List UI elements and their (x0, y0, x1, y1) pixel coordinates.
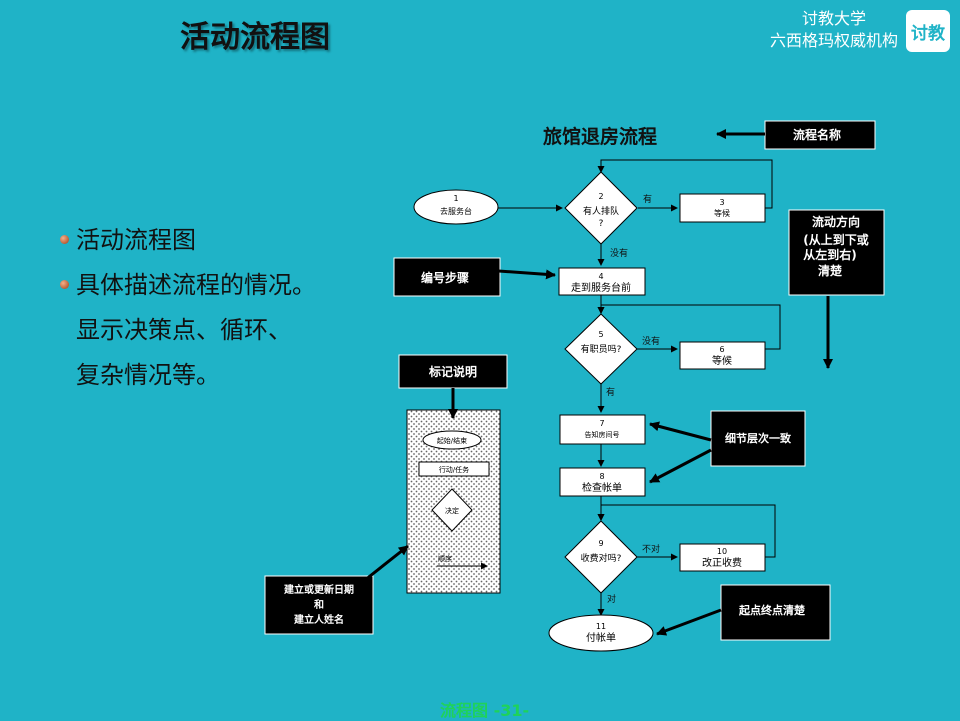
node-7-label: 告知房间号 (585, 430, 620, 439)
brand-logo: 讨教 (906, 10, 950, 52)
node-2-label: 有人排队 (583, 205, 619, 217)
legend-start-end-label: 起始/结束 (437, 436, 467, 445)
node-3-activity: 3 等候 (679, 193, 766, 223)
diagram-title: 旅馆退房流程 (543, 125, 657, 148)
node-5-number: 5 (598, 330, 603, 339)
arrow-detail-8 (649, 448, 712, 484)
edge-label-yes-2: 有 (643, 193, 652, 205)
callout-number-steps: 编号步骤 (393, 257, 501, 297)
node-6-label: 等候 (712, 354, 732, 367)
edge-label-no-2: 没有 (610, 247, 628, 259)
node-1-number: 1 (453, 194, 458, 203)
node-11-end: 11 付帐单 (548, 614, 654, 652)
bullet-continuation-1: 显示决策点、循环、 (76, 316, 292, 344)
arrow-number-steps (484, 268, 556, 280)
callout-process-name: 流程名称 (764, 120, 876, 150)
callout-flow-direction: 流动方向 (从上到下或 从左到右) 清楚 (788, 209, 885, 296)
edge-label-wrong-9: 不对 (642, 543, 660, 555)
callout-legend: 标记说明 (398, 354, 508, 389)
callout-detail-level: 细节层次一致 (710, 410, 806, 467)
bullet-dot-icon (60, 235, 69, 244)
node-6-activity: 6 等候 (679, 341, 766, 370)
node-8-activity: 8 检查帐单 (559, 467, 646, 497)
bullet-item-1: 活动流程图 (58, 218, 316, 263)
node-11-label: 付帐单 (586, 631, 616, 644)
node-1-start: 1 去服务台 (413, 189, 499, 225)
node-10-label: 改正收费 (702, 556, 742, 569)
page-footer: 流程图 -31- (440, 701, 530, 720)
legend-activity-label: 行动/任务 (439, 465, 469, 474)
node-2-label-2: ? (599, 219, 604, 229)
page-title: 活动流程图 (180, 20, 330, 55)
node-7-number: 7 (599, 419, 604, 428)
legend-decision-shape (431, 488, 473, 532)
svg-text:建立或更新日期: 建立或更新日期 (283, 583, 354, 596)
connector-6-5-loop (597, 304, 781, 350)
legend-sequence-label: 顺序 (438, 554, 452, 563)
node-2-decision: 2 有人排队 ? (564, 171, 638, 245)
bullet-text-1: 活动流程图 (76, 226, 196, 254)
arrow-detail-7 (649, 421, 712, 442)
edge-label-right-9: 对 (607, 593, 616, 605)
svg-text:流动方向: 流动方向 (812, 214, 860, 229)
svg-text:和: 和 (313, 598, 324, 611)
node-5-label: 有职员吗? (581, 343, 622, 355)
connector-10-9-loop (597, 504, 776, 558)
legend-start-end-shape (422, 430, 482, 450)
node-9-decision: 9 收费对吗? (564, 520, 638, 594)
svg-text:建立人姓名: 建立人姓名 (293, 613, 344, 626)
node-9-number: 9 (598, 539, 603, 548)
legend-decision-label: 决定 (445, 506, 459, 515)
node-3-label: 等候 (714, 208, 730, 218)
node-4-number: 4 (598, 272, 603, 281)
bullet-continuation-2: 复杂情况等。 (76, 361, 220, 389)
bullet-list: 活动流程图 具体描述流程的情况。 显示决策点、循环、 复杂情况等。 (58, 218, 316, 398)
node-9-label: 收费对吗? (581, 552, 622, 564)
node-4-label: 走到服务台前 (571, 281, 631, 294)
node-2-number: 2 (598, 192, 603, 201)
bullet-item-2: 具体描述流程的情况。 (58, 263, 316, 308)
callout-start-end-clear: 起点终点清楚 (720, 584, 831, 641)
svg-text:清楚: 清楚 (818, 263, 843, 278)
svg-text:标记说明: 标记说明 (428, 364, 477, 379)
node-8-number: 8 (599, 472, 604, 481)
edge-label-no-5: 没有 (642, 335, 660, 347)
bullet-text-2: 具体描述流程的情况。 (76, 271, 316, 299)
connectors (498, 159, 781, 616)
arrow-created-info (364, 544, 409, 582)
svg-text:从左到右): 从左到右) (803, 247, 857, 262)
node-3-number: 3 (719, 198, 724, 207)
svg-text:(从上到下或: (从上到下或 (803, 232, 869, 247)
svg-text:编号步骤: 编号步骤 (420, 270, 469, 285)
node-4-activity: 4 走到服务台前 (558, 267, 646, 296)
node-6-number: 6 (719, 345, 724, 354)
bullet-dot-icon (60, 280, 69, 289)
edge-label-yes-5: 有 (606, 386, 615, 398)
svg-text:起点终点清楚: 起点终点清楚 (738, 603, 806, 617)
brand-text: 讨教大学 六西格玛权威机构 (770, 8, 898, 52)
node-11-number: 11 (596, 622, 606, 631)
connector-3-2-loop (597, 159, 773, 209)
callout-created-info: 建立或更新日期 和 建立人姓名 (264, 575, 374, 635)
svg-text:细节层次一致: 细节层次一致 (725, 431, 792, 445)
svg-text:流程名称: 流程名称 (793, 127, 841, 142)
node-8-label: 检查帐单 (582, 481, 622, 494)
callout-arrows (364, 129, 833, 636)
brand-line-2: 六西格玛权威机构 (769, 31, 898, 50)
node-10-activity: 10 改正收费 (679, 543, 766, 572)
legend-activity-shape (418, 461, 490, 477)
node-1-label: 去服务台 (440, 206, 472, 216)
legend-panel: 起始/结束 行动/任务 决定 顺序 (406, 409, 501, 594)
node-7-activity: 7 告知房间号 (559, 414, 646, 445)
brand-line-1: 讨教大学 (801, 9, 866, 28)
node-10-number: 10 (717, 547, 727, 556)
edge-labels: 有 没有 没有 有 不对 对 (606, 193, 660, 605)
arrow-start-end (656, 608, 722, 636)
node-5-decision: 5 有职员吗? (564, 313, 638, 385)
